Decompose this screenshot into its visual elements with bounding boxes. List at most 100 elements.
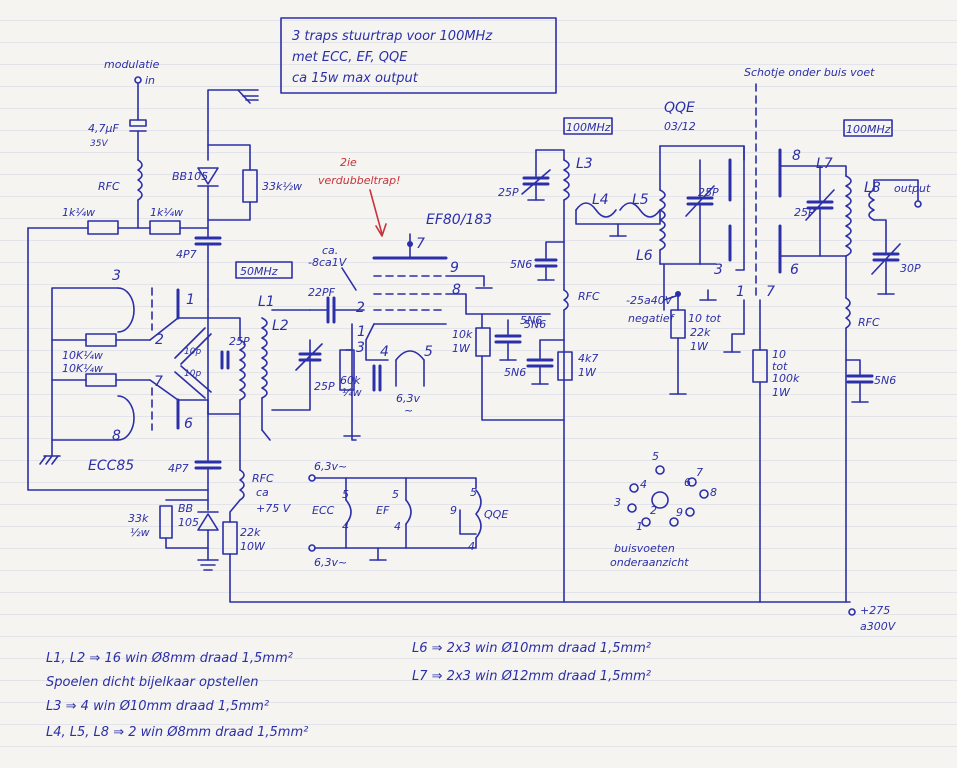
heater-circuit: 6,3v~ 5 ECC 4 5 EF 4 9 5 QQE 4 6,3v~ (308, 460, 508, 569)
c-4p7-bot-label: 4P7 (168, 462, 189, 475)
h-qqe-5: 5 (470, 486, 477, 499)
note-l7: L7 ⇒ 2x3 win Ø12mm draad 1,5mm² (412, 669, 651, 684)
ecc-pin-8: 8 (112, 428, 121, 444)
r-10-100k (752, 349, 768, 383)
qqe-label-2: 03/12 (664, 120, 696, 133)
modulation-input: modulatie in 4,7µF 35V RFC (88, 58, 160, 229)
note-l4-l5-l8: L4, L5, L8 ⇒ 2 win Ø8mm draad 1,5mm² (46, 725, 308, 740)
l8-coil (868, 189, 875, 221)
neg-label-2: negatief (628, 312, 676, 325)
r-4k7 (557, 351, 573, 381)
freq-100-out-label: 100MHz (846, 123, 891, 136)
c-25p-l3-label: 25P (498, 186, 519, 199)
rfc-mod-coil (137, 159, 143, 201)
l5-label: L5 (632, 192, 649, 208)
c-25p-l2-label: 25P (314, 380, 335, 393)
ecc-pin-7: 7 (154, 374, 163, 390)
c-25p-l1-label: 25P (229, 335, 250, 348)
ecc-tube-label: ECC85 (88, 458, 134, 474)
sock-pin-3: 3 (614, 496, 621, 509)
neg-label-1: -25a40V (626, 294, 674, 307)
r-10-100k-4: 1W (772, 386, 791, 399)
note-l1-l2: L1, L2 ⇒ 16 win Ø8mm draad 1,5mm² (46, 651, 293, 666)
l5-coil (619, 202, 661, 218)
note-spoelen: Spoelen dicht bijelkaar opstellen (46, 675, 258, 690)
sock-pin-6: 6 (684, 476, 691, 489)
rfc-ef-coil (563, 289, 569, 311)
c-30p-label: 30P (900, 262, 921, 275)
r-10k-b-label: 10K¼w (62, 362, 103, 375)
rfc-mod-label: RFC (98, 180, 120, 193)
ef-tube-label: EF80/183 (426, 212, 492, 228)
output-terminal (914, 200, 922, 208)
c-5n6-c-label: 5N6 (504, 366, 526, 379)
bias-network: 1k¼w 1k¼w (27, 206, 209, 491)
supply-terminal (848, 608, 856, 616)
supply-label-1: +275 (860, 604, 890, 617)
ef-heater-coil (405, 499, 412, 525)
l3-section: 100MHz L3 25P 5N6 RFC 5N6 4k7 1W 5N6 L4 (498, 117, 661, 603)
freq-100-ef-label: 100MHz (566, 121, 611, 134)
c-in-voltage: 35V (90, 139, 108, 149)
qqe-pin-8: 8 (792, 148, 801, 164)
tube-socket-view: 5 3 4 6 7 8 9 2 1 buisvoeten onderaanzic… (610, 450, 717, 569)
rfc-bot-label: RFC (252, 472, 274, 485)
r-10k-1w (475, 327, 491, 357)
qqe-heater-coil (475, 489, 482, 539)
r-22k (222, 521, 238, 555)
c-5n6-d-label: 5N6 (520, 314, 542, 327)
r-10k-a-label: 10K¼w (62, 349, 103, 362)
l2-coil (261, 317, 268, 399)
grid-v-label: -8ca1V (308, 256, 348, 269)
ef-pin-5: 5 (424, 344, 433, 360)
bottom-varicap-section: 4P7 33k ½w BB 105 RFC ca +75 V 22k 10W +… (128, 413, 897, 633)
r-33k-top (242, 169, 258, 203)
qqe-pin-6: 6 (790, 262, 799, 278)
verdubbel-label-1: 2ie (340, 156, 357, 169)
bb105-bot-1: BB (178, 502, 193, 515)
rfc-out-label: RFC (858, 316, 880, 329)
rfc-out-coil (845, 297, 851, 329)
h-ef-4: 4 (394, 520, 401, 533)
r-10-100k-1: 10 (772, 348, 786, 361)
ecc-cathode-bot (117, 395, 135, 441)
c-25p-qqe-label: 25P (698, 186, 719, 199)
ecc-pin-6: 6 (184, 416, 193, 432)
r-1k-b-label: 1k¼w (150, 206, 183, 219)
ef-pin-9: 9 (450, 260, 459, 276)
sock-pin-7: 7 (696, 466, 703, 479)
c-10p-b-label: 10p (184, 369, 201, 379)
r-22k-2: 10W (240, 540, 266, 553)
heater-bot-label: 6,3v~ (314, 556, 347, 569)
mod-terminal (134, 76, 142, 84)
heater-ecc-label: ECC (312, 504, 335, 517)
title-line-2: met ECC, EF, QQE (292, 50, 408, 65)
bb105-bot-diode (197, 513, 219, 531)
qqe-label-1: QQE (664, 100, 695, 116)
coil-notes: L1, L2 ⇒ 16 win Ø8mm draad 1,5mm² Spoele… (46, 641, 651, 740)
qqe-pin-1: 1 (736, 284, 745, 300)
heater-top-label: 6,3v~ (314, 460, 347, 473)
ef-pin-8: 8 (452, 282, 461, 298)
r-60k-1: 60k (340, 374, 361, 387)
verdubbel-label-2: verdubbeltrap! (318, 174, 401, 187)
l2-section: 50MHz L2 25P 22PF (235, 261, 365, 441)
r-10-22k-1: 10 tot (688, 312, 722, 325)
l4-label: L4 (592, 192, 609, 208)
output-label: output (894, 182, 931, 195)
r-22k-1: 22k (240, 526, 261, 539)
note-l3: L3 ⇒ 4 win Ø10mm draad 1,5mm² (46, 699, 269, 714)
socket-label-2: onderaanzicht (610, 556, 689, 569)
c-4p7-top-label: 4P7 (176, 248, 197, 261)
c-10p-a-label: 10p (184, 347, 201, 357)
rfc-bot-coil (239, 469, 245, 501)
bb105-top-label: BB105 (172, 170, 208, 183)
ecc-pin-2: 2 (155, 332, 164, 348)
c-22pf-label: 22PF (308, 286, 336, 299)
ef-pin-4: 4 (380, 344, 389, 360)
h-qqe-4: 4 (468, 540, 475, 553)
r-33k-bot-2: ½w (130, 526, 150, 539)
qqe-tube: QQE 03/12 Schotje onder buis voet L6 25P… (626, 66, 875, 603)
